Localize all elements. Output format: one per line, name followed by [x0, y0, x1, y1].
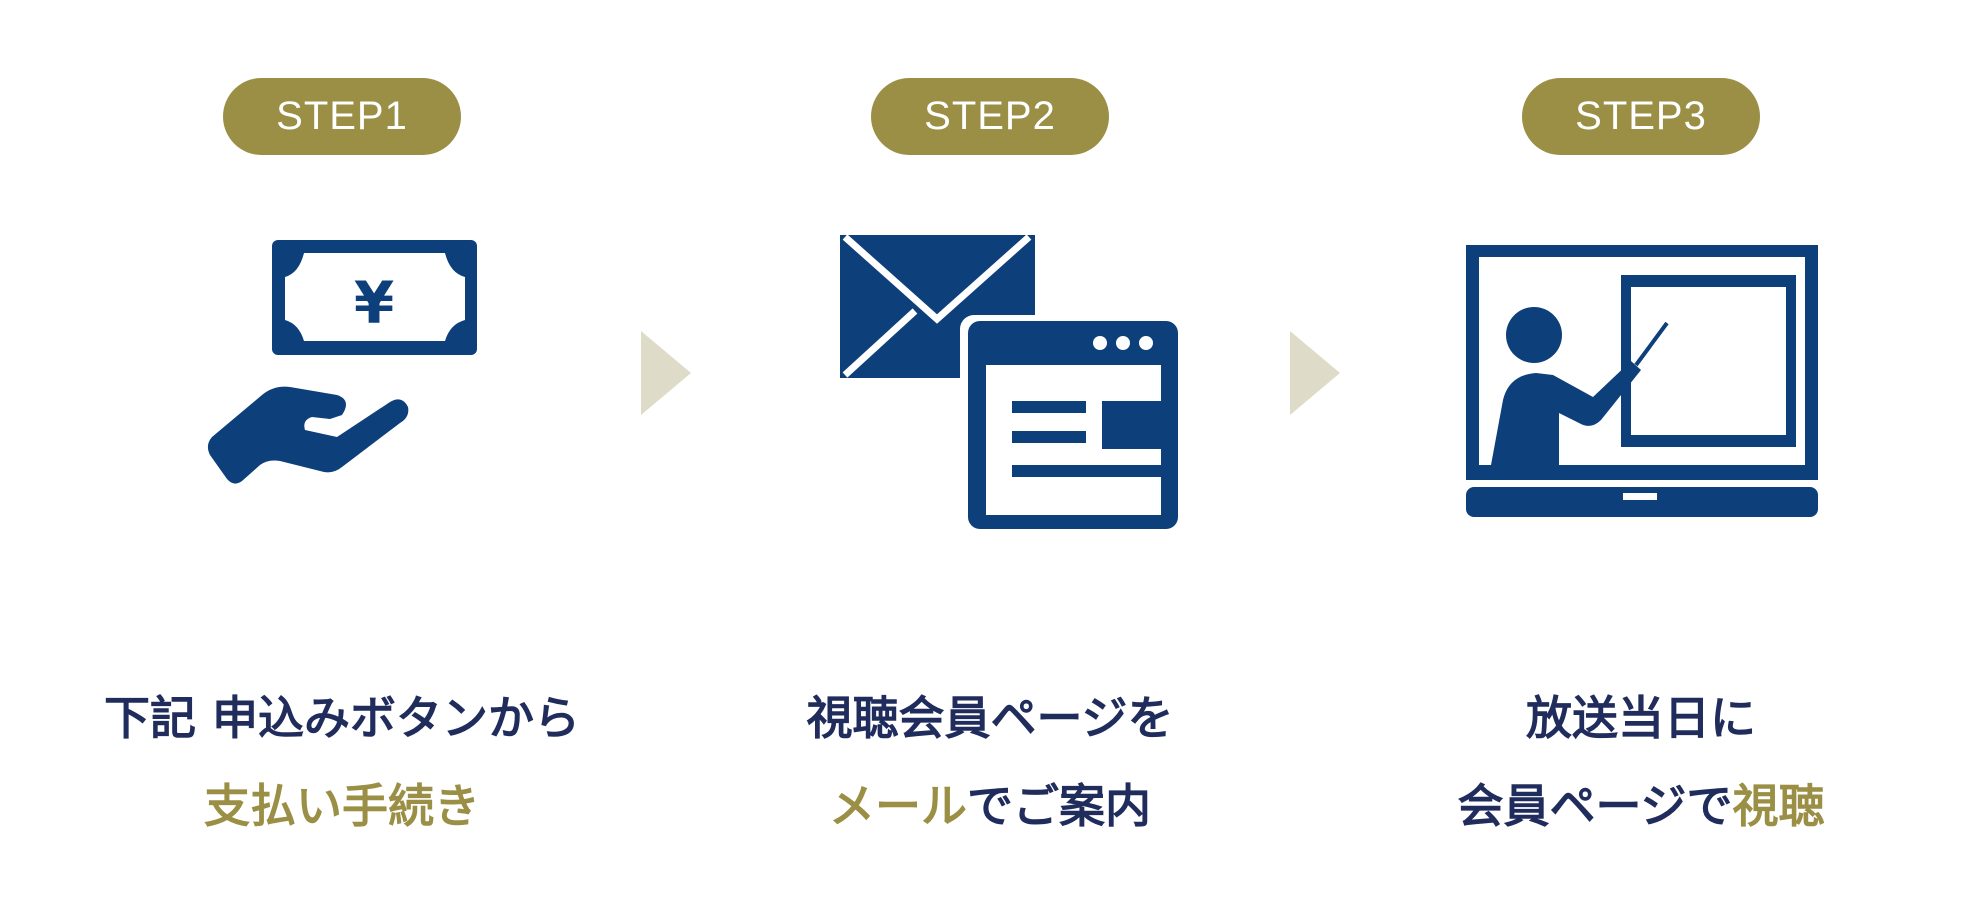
step-badge: STEP2 [871, 78, 1109, 155]
step-description-line1: 放送当日に [1526, 691, 1756, 745]
step-badge: STEP3 [1522, 78, 1760, 155]
step-description-line1: 視聴会員ページを [806, 691, 1174, 745]
step-description-rest: でご案内 [967, 779, 1151, 833]
step-description-highlight: メール [829, 779, 967, 833]
next-arrow-icon [1290, 331, 1340, 415]
step-description-line1: 下記 申込みボタンから [103, 691, 580, 745]
step-description-rest: 会員ページで [1457, 779, 1733, 833]
step-description-highlight: 視聴 [1732, 779, 1825, 833]
step-3: STEP3 放送当日に 会員ページで視聴 [1341, 0, 1941, 907]
yen-symbol: ¥ [354, 269, 394, 337]
step-description-highlight: 支払い手続き [204, 779, 480, 833]
yen-banknote-hand-icon: ¥ [207, 240, 477, 484]
laptop-lecture-icon [1466, 245, 1818, 517]
next-arrow-icon [641, 331, 691, 415]
step-badge: STEP1 [223, 78, 461, 155]
step-description-line2: 会員ページで視聴 [1341, 770, 1941, 836]
step-1: STEP1 ¥ 下記 申込みボタンから 支払い手続き [42, 0, 642, 907]
step-2: STEP2 視聴会員ページを メールでご案内 [690, 0, 1290, 907]
email-browser-icon [840, 234, 1180, 535]
step-description-line2: メールでご案内 [690, 770, 1290, 836]
